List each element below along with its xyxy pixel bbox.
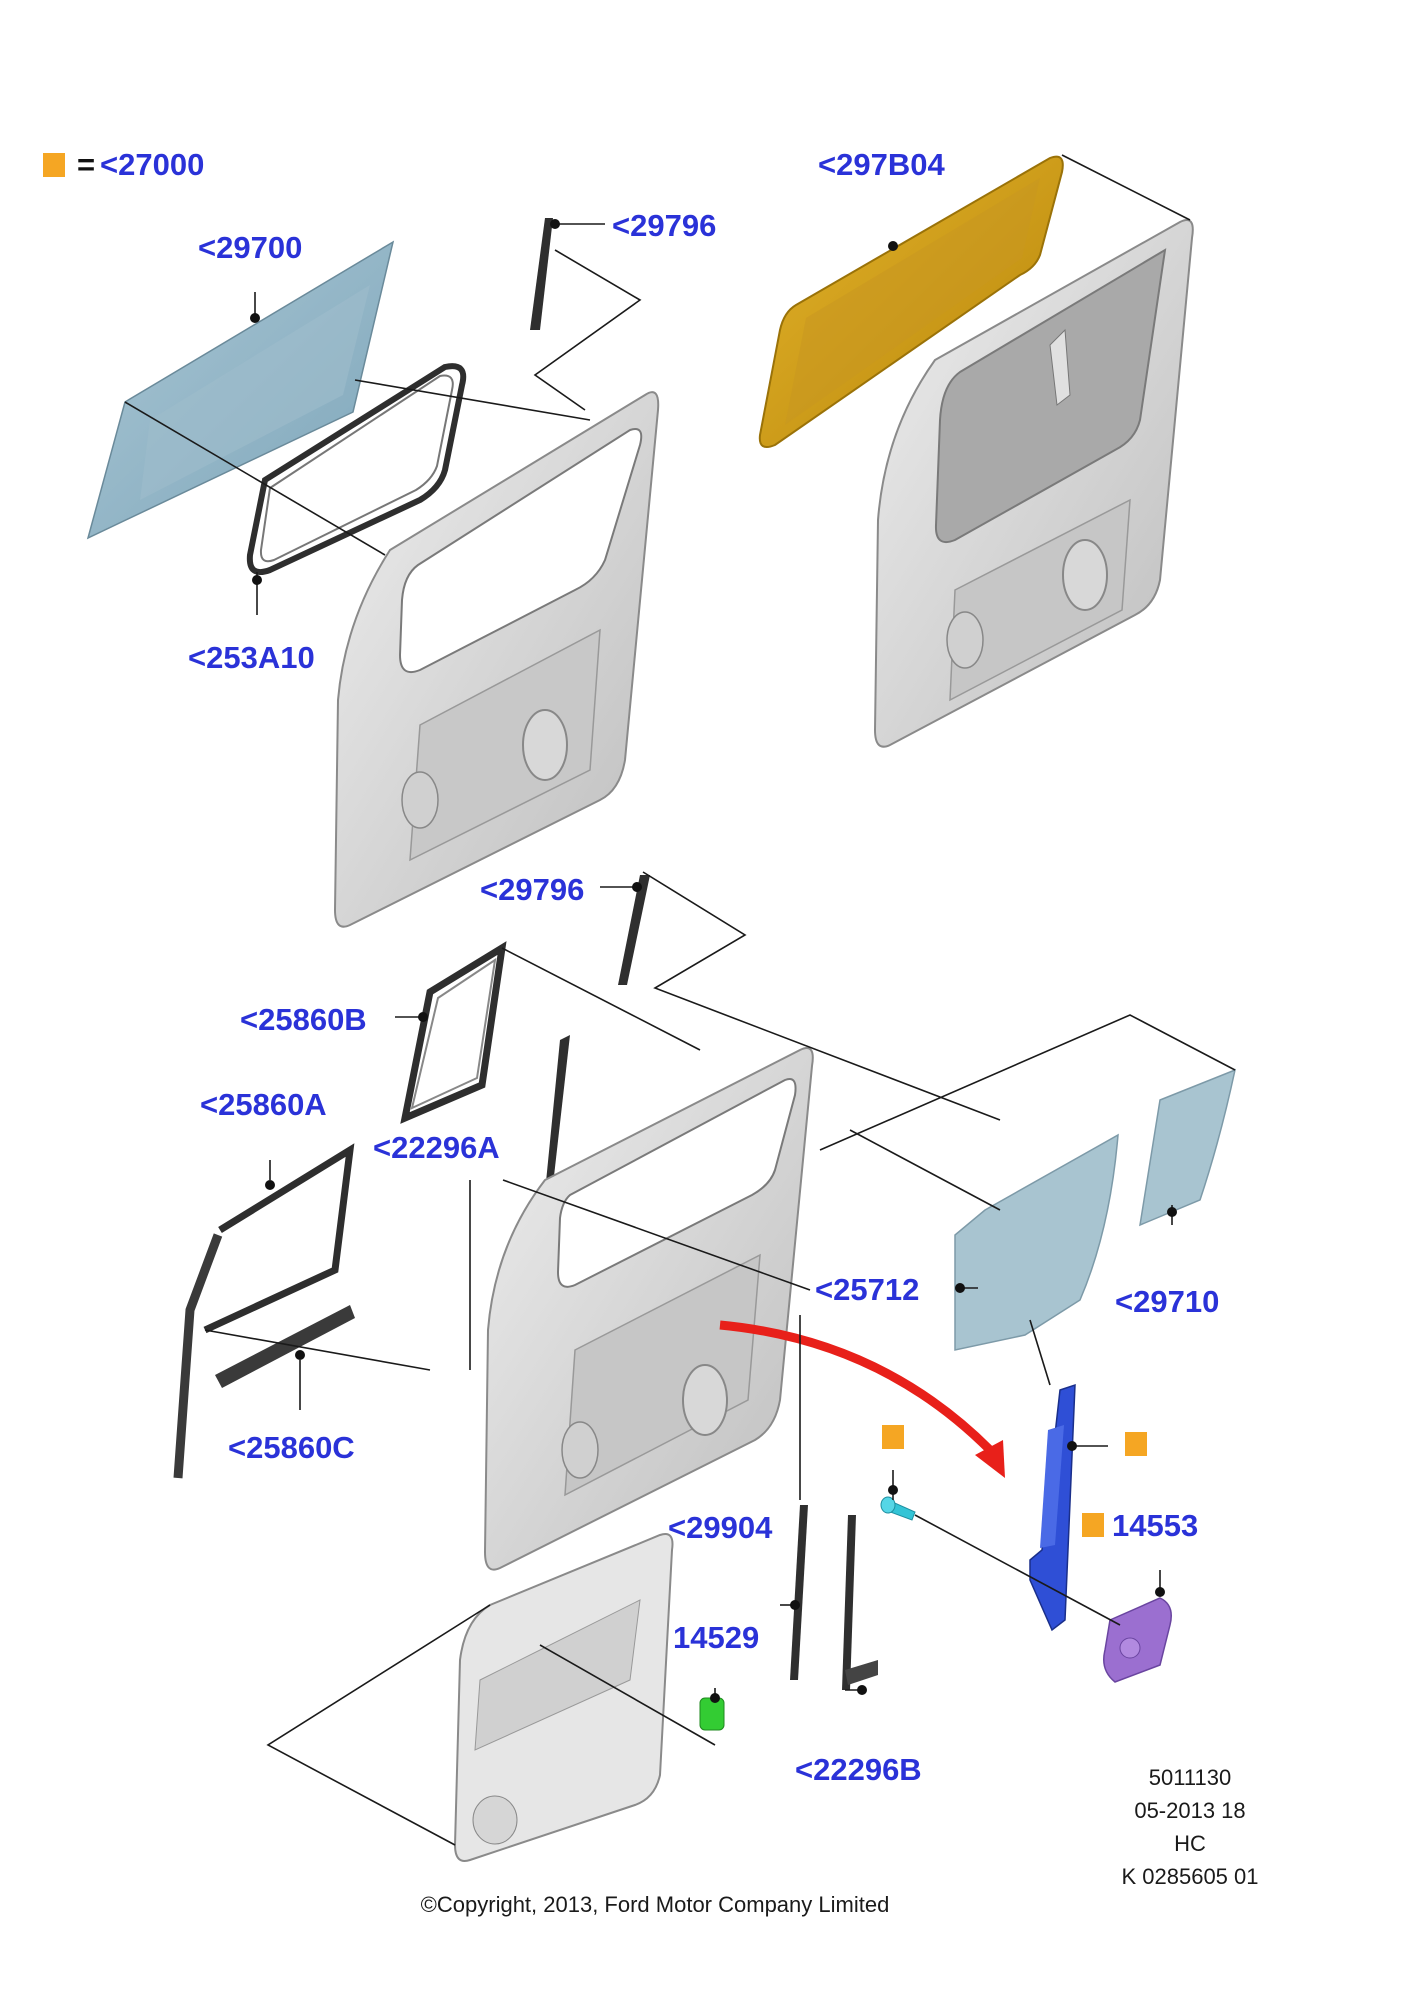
direction-arrow xyxy=(719,1320,1005,1478)
top-right-door-shell[interactable] xyxy=(873,219,1194,748)
callout-297B04[interactable]: <297B04 xyxy=(818,147,945,182)
sliding-door-shell[interactable] xyxy=(483,1047,814,1571)
front-channel-29904[interactable] xyxy=(790,1505,808,1680)
belt-seal-25860C[interactable] xyxy=(215,1305,355,1388)
info-line-2: 05-2013 18 xyxy=(1134,1798,1245,1823)
legend-code[interactable]: <27000 xyxy=(100,147,204,182)
window-motor-14553[interactable] xyxy=(1103,1597,1172,1683)
drawing-info-block: 5011130 05-2013 18 HC K 0285605 01 xyxy=(1121,1765,1258,1889)
leader-dots xyxy=(250,219,1177,1703)
callout-25860A[interactable]: <25860A xyxy=(200,1087,327,1122)
callout-22296B[interactable]: <22296B xyxy=(795,1752,922,1787)
callout-22296A[interactable]: <22296A xyxy=(373,1130,500,1165)
motor-marker xyxy=(1082,1513,1104,1537)
legend-marker-swatch xyxy=(43,153,65,177)
bolt-marker xyxy=(882,1425,904,1449)
info-line-1: 5011130 xyxy=(1149,1765,1231,1790)
rear-channel-22296B[interactable] xyxy=(842,1515,878,1690)
door-trim-panel[interactable] xyxy=(453,1533,674,1862)
info-line-3: HC xyxy=(1174,1831,1206,1856)
callout-25712[interactable]: <25712 xyxy=(815,1272,919,1307)
clip-14529[interactable] xyxy=(699,1697,725,1731)
callout-29796-top[interactable]: <29796 xyxy=(612,208,716,243)
regulator-marker xyxy=(1125,1432,1147,1456)
fixed-glass-29710[interactable] xyxy=(1139,1068,1237,1227)
glass-run-seal-25860A[interactable] xyxy=(173,1143,355,1479)
leader-lines xyxy=(124,154,1236,1846)
door-opening-seal-297B04[interactable] xyxy=(758,155,1064,448)
bolt[interactable] xyxy=(880,1496,916,1521)
copyright-notice: ©Copyright, 2013, Ford Motor Company Lim… xyxy=(421,1892,890,1917)
callout-29700[interactable]: <29700 xyxy=(198,230,302,265)
top-left-door-shell[interactable] xyxy=(333,391,660,928)
glass-seal-ring[interactable] xyxy=(246,363,467,576)
callout-14529[interactable]: 14529 xyxy=(673,1620,759,1655)
quarter-seal-25860B[interactable] xyxy=(400,941,507,1124)
callout-29710[interactable]: <29710 xyxy=(1115,1284,1219,1319)
top-left-run-channel[interactable] xyxy=(530,218,553,330)
info-line-4: K 0285605 01 xyxy=(1121,1864,1258,1889)
callout-29904[interactable]: <29904 xyxy=(668,1510,773,1545)
callout-253A10[interactable]: <253A10 xyxy=(188,640,315,675)
sliding-window-glass-25712[interactable] xyxy=(954,1133,1119,1351)
callout-29796-mid[interactable]: <29796 xyxy=(480,872,584,907)
callout-14553[interactable]: 14553 xyxy=(1112,1508,1198,1543)
callout-25860C[interactable]: <25860C xyxy=(228,1430,355,1465)
callout-25860B[interactable]: <25860B xyxy=(240,1002,367,1037)
window-regulator[interactable] xyxy=(1029,1383,1076,1632)
fixed-window-glass[interactable] xyxy=(86,240,395,540)
legend: = <27000 xyxy=(43,147,204,182)
mid-run-channel-29796[interactable] xyxy=(618,875,650,985)
legend-equals: = xyxy=(77,147,95,182)
